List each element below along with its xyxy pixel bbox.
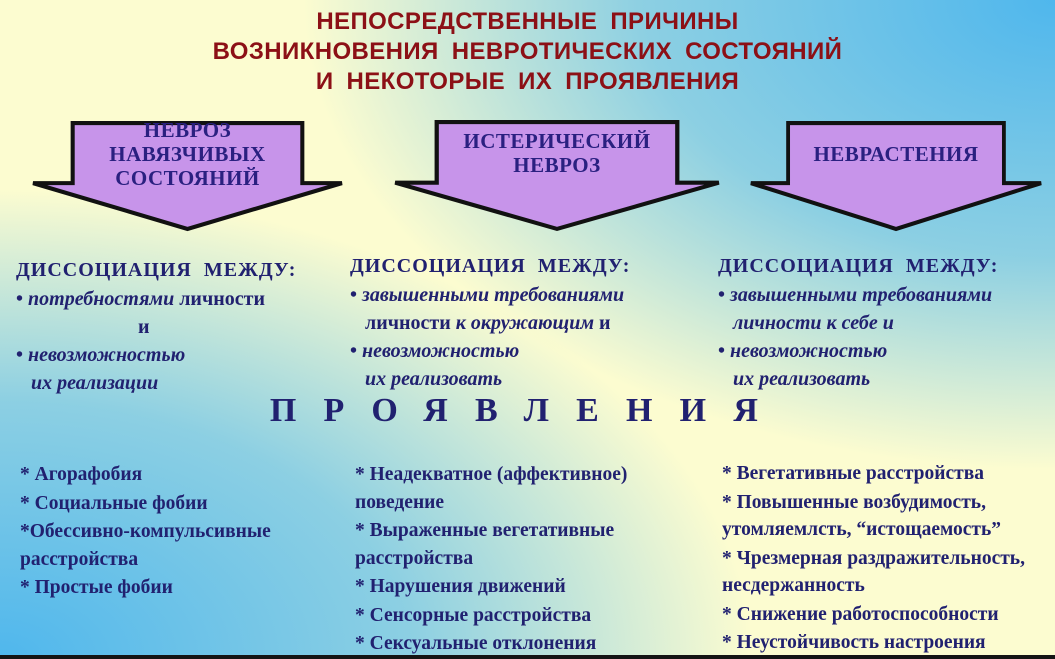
arrow2-line-1: ИСТЕРИЧЕСКИЙ [463, 129, 651, 153]
cause-arrow-obsessive-neurosis: НЕВРОЗ НАВЯЗЧИВЫХ СОСТОЯНИЙ [30, 118, 345, 232]
dissociation-heading: ДИССОЦИАЦИЯ МЕЖДУ: [350, 255, 631, 277]
cause-arrow-neurasthenia: НЕВРАСТЕНИЯ [748, 120, 1044, 232]
dissociation-heading: ДИССОЦИАЦИЯ МЕЖДУ: [718, 255, 999, 277]
manifestations-list-2: * Неадекватное (аффективное) поведение *… [355, 461, 683, 659]
down-arrow-shape-icon [32, 121, 343, 232]
dissociation-item-continuation: их реализовать [733, 368, 871, 390]
bullet: • [350, 284, 358, 306]
dissociation-connector: и [138, 316, 150, 338]
dissociation-item: • завышенными требованиями [718, 284, 993, 306]
bottom-edge-bar [0, 655, 1055, 659]
arrow1-line-1: НЕВРОЗ [143, 118, 232, 142]
arrow2-line-2: НЕВРОЗ [513, 153, 601, 177]
bullet: • [718, 340, 726, 362]
dissociation-item-continuation: их реализации [31, 372, 159, 394]
list-item: *Обессивно-компульсивные расстройства [20, 521, 271, 570]
arrow-label: НЕВРАСТЕНИЯ [786, 124, 1005, 184]
arrow-label: НЕВРОЗ НАВЯЗЧИВЫХ СОСТОЯНИЙ [71, 118, 304, 190]
dissociation-item-continuation: их реализовать [365, 368, 503, 390]
dissociation-item: • невозможностью [350, 340, 520, 362]
manifestations-list-1: * Агорафобия * Социальные фобии *Обессив… [20, 461, 342, 603]
list-item: * Простые фобии [20, 577, 173, 598]
list-item: * Чрезмерная раздражительность, несдержа… [722, 547, 1025, 597]
list-item: * Снижение работоспособности [722, 603, 999, 625]
manifestations-heading: ПРОЯВЛЕНИЯ [269, 392, 786, 429]
dissociation-heading: ДИССОЦИАЦИЯ МЕЖДУ: [16, 259, 297, 281]
bullet: • [350, 340, 358, 362]
dissociation-column-3: ДИССОЦИАЦИЯ МЕЖДУ: • завышенными требова… [718, 252, 1055, 393]
dissociation-item: • невозможностью [16, 344, 186, 366]
list-item: * Неустойчивость настроения [722, 632, 986, 653]
down-arrow-shape-icon [750, 121, 1042, 232]
list-item: * Агорафобия [20, 464, 143, 485]
cause-arrow-hysterical-neurosis: ИСТЕРИЧЕСКИЙ НЕВРОЗ [392, 119, 722, 232]
list-item: * Повышенные возбудимость, утомляемлсть,… [722, 491, 1002, 541]
down-arrow-shape-icon [394, 120, 720, 232]
title-line-3: И НЕКОТОРЫЕ ИХ ПРОЯВЛЕНИЯ [315, 68, 740, 95]
bullet: • [718, 284, 726, 306]
list-item: * Неадекватное (аффективное) поведение [355, 464, 628, 513]
arrow-label: ИСТЕРИЧЕСКИЙ НЕВРОЗ [435, 123, 679, 183]
list-item: * Социальные фобии [20, 492, 208, 514]
manifestations-list-3: * Вегетативные расстройства * Повышенные… [722, 460, 1054, 659]
bullet: • [16, 344, 24, 366]
arrow1-line-2: НАВЯЗЧИВЫХ [109, 142, 266, 166]
dissociation-item: • потребностями личности [16, 288, 265, 310]
title-line-1: НЕПОСРЕДСТВЕННЫЕ ПРИЧИНЫ [316, 8, 739, 35]
list-item: * Вегетативные расстройства [722, 463, 985, 484]
dissociation-item: • невозможностью [718, 340, 888, 362]
arrow3-line-1: НЕВРАСТЕНИЯ [813, 142, 979, 166]
list-item: * Выраженные вегетативные расстройства [355, 520, 615, 569]
arrow1-line-3: СОСТОЯНИЙ [115, 166, 260, 190]
dissociation-item: • завышенными требованиями [350, 284, 625, 306]
dissociation-item-continuation: личности к себе и [733, 312, 894, 334]
list-item: * Сенсорные расстройства [355, 604, 592, 626]
dissociation-column-2: ДИССОЦИАЦИЯ МЕЖДУ: • завышенными требова… [350, 252, 692, 393]
title-line-2: ВОЗНИКНОВЕНИЯ НЕВРОТИЧЕСКИХ СОСТОЯНИЙ [212, 38, 843, 65]
bullet: • [16, 288, 24, 310]
dissociation-item-continuation: личности к окружающим и [365, 312, 611, 334]
list-item: * Сексуальные отклонения [355, 633, 597, 654]
list-item: * Нарушения движений [355, 576, 566, 597]
slide-title: НЕПОСРЕДСТВЕННЫЕ ПРИЧИНЫ ВОЗНИКНОВЕНИЯ Н… [0, 7, 1055, 97]
dissociation-column-1: ДИССОЦИАЦИЯ МЕЖДУ: • потребностями лично… [16, 256, 340, 397]
